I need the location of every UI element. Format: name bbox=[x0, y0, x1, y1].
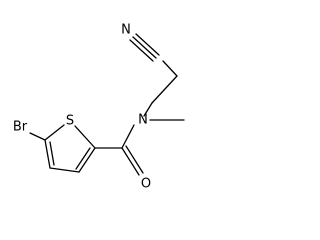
triple-bond-c-n bbox=[129, 33, 160, 62]
bond-ch2-ch2 bbox=[151, 75, 178, 104]
bond-n-carbonyl-c bbox=[121, 124, 135, 149]
atom-label-s-ring: S bbox=[66, 114, 74, 129]
atom-label-o-carbonyl: O bbox=[141, 177, 151, 192]
atom-label-n-amide: N bbox=[138, 113, 148, 128]
bond-c5-br bbox=[29, 132, 46, 141]
structural-formula: N N O S Br bbox=[13, 23, 185, 192]
thiophene-ring bbox=[44, 124, 96, 173]
bond-ch2-n-amide bbox=[143, 102, 153, 117]
atom-label-n-nitrile: N bbox=[121, 23, 131, 38]
atom-label-br: Br bbox=[13, 120, 28, 135]
bond-cn-ch2 bbox=[162, 60, 178, 77]
double-bond-c-o bbox=[121, 145, 144, 176]
